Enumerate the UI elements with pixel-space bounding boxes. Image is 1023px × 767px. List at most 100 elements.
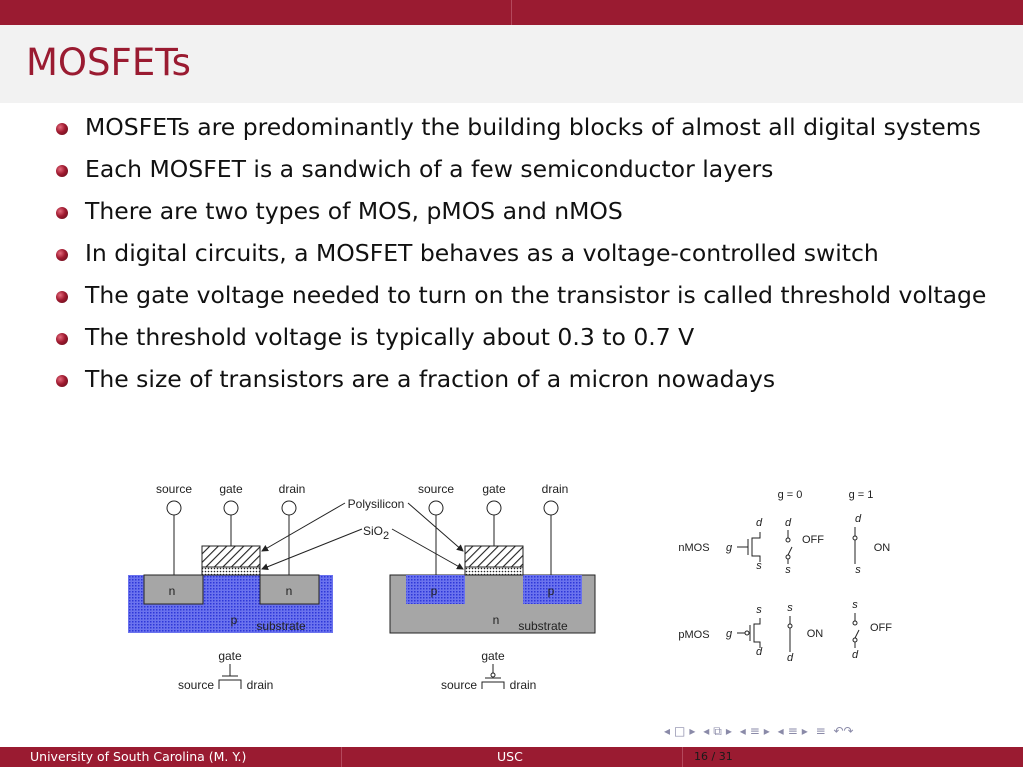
symbol-gate-label: gate	[481, 649, 505, 663]
pmos-g-label: g	[726, 628, 733, 640]
bullet-text: The gate voltage needed to turn on the t…	[85, 281, 987, 309]
bullet-icon	[56, 375, 68, 387]
layer-callouts: Polysilicon SiO2	[261, 497, 464, 571]
pmos-on-label: ON	[807, 628, 824, 640]
bullet-icon	[56, 249, 68, 261]
polysilicon-gate	[201, 545, 261, 568]
p-label: p	[431, 584, 438, 598]
bullet-item: The size of transistors are a fraction o…	[56, 362, 986, 404]
drain-terminal-icon	[543, 500, 559, 516]
n-drain-region	[259, 574, 320, 605]
p-source-region	[406, 575, 465, 604]
substrate-label: substrate	[256, 619, 306, 633]
footer-institution: University of South Carolina (M. Y.)	[30, 749, 247, 764]
nav-frame-icon[interactable]: □	[674, 724, 686, 738]
nmos-row-label: nMOS	[678, 542, 709, 554]
symbol-drain-label: drain	[510, 678, 537, 692]
source-label: source	[418, 482, 454, 496]
bullet-icon	[56, 165, 68, 177]
nmos-cross-section: source gate drain n n p substrate gate s…	[128, 482, 333, 692]
p-label: p	[548, 584, 555, 598]
gate-terminal-icon	[486, 500, 502, 516]
bullet-text: In digital circuits, a MOSFET behaves as…	[85, 239, 879, 267]
header-divider	[511, 0, 512, 25]
pmos-cross-section: source gate drain p p n substrate gate s…	[389, 482, 596, 692]
nmos-transistor-icon	[737, 532, 761, 562]
nav-doc-icon[interactable]: ≡	[787, 724, 798, 738]
n-source-region	[143, 574, 204, 605]
pmos-row-label: pMOS	[678, 629, 709, 641]
symbol-source-label: source	[178, 678, 214, 692]
bullet-icon	[56, 291, 68, 303]
n-label: n	[493, 613, 500, 627]
drain-label: drain	[542, 482, 569, 496]
bullet-list: MOSFETs are predominantly the building b…	[56, 110, 986, 404]
nav-prev-frame-icon[interactable]: ◂	[664, 724, 671, 738]
gate-label: gate	[219, 482, 243, 496]
nmos-d-label: d	[756, 517, 763, 529]
nav-next-subsection-icon[interactable]: ▸	[725, 724, 732, 738]
nav-prev-section-icon[interactable]: ◂	[739, 724, 746, 738]
nav-section-icon[interactable]: ≡	[749, 724, 760, 738]
slide-title: MOSFETs	[26, 41, 191, 84]
drain-label: drain	[279, 482, 306, 496]
bullet-item: The threshold voltage is typically about…	[56, 320, 986, 362]
footer-short-title: USC	[497, 749, 523, 764]
header-bar	[0, 0, 1023, 25]
pmos-off-s-label: s	[852, 599, 858, 611]
symbol-source-label: source	[441, 678, 477, 692]
sio2-label: SiO2	[363, 524, 389, 542]
bullet-text: Each MOSFET is a sandwich of a few semic…	[85, 155, 774, 183]
nav-next-frame-icon[interactable]: ▸	[689, 724, 696, 738]
pmos-on-d-label: d	[787, 652, 794, 664]
n-label: n	[169, 584, 176, 598]
bullet-text: The threshold voltage is typically about…	[85, 323, 695, 351]
gate-terminal-icon	[223, 500, 239, 516]
mosfet-figure: source gate drain n n p substrate gate s…	[128, 482, 892, 692]
nav-subsection-icon[interactable]: ⧉	[713, 724, 722, 738]
source-terminal-icon	[166, 500, 182, 516]
off-switch-icon	[785, 530, 793, 564]
bullet-text: The size of transistors are a fraction o…	[85, 365, 776, 393]
g1-header: g = 1	[849, 489, 874, 501]
oxide-layer	[464, 566, 524, 576]
nav-next-section-icon[interactable]: ▸	[763, 724, 770, 738]
footer-bar: University of South Carolina (M. Y.) USC…	[0, 747, 1023, 767]
polysilicon-label: Polysilicon	[348, 497, 405, 511]
pmos-d-label: d	[756, 646, 763, 658]
nav-prev-doc-icon[interactable]: ◂	[777, 724, 784, 738]
bullet-item: MOSFETs are predominantly the building b…	[56, 110, 986, 152]
nav-toc-icon[interactable]: ≡	[815, 724, 826, 738]
p-drain-region	[523, 575, 582, 604]
oxide-layer	[201, 566, 261, 576]
nmos-on-s-label: s	[855, 564, 861, 576]
nmos-on-label: ON	[874, 542, 891, 554]
pmos-transistor-icon	[737, 618, 761, 648]
bullet-text: There are two types of MOS, pMOS and nMO…	[85, 197, 623, 225]
bullet-item: In digital circuits, a MOSFET behaves as…	[56, 236, 986, 278]
bullet-icon	[56, 207, 68, 219]
polysilicon-gate	[464, 545, 524, 568]
nav-back-forward-icon[interactable]: ↶↷	[833, 724, 854, 738]
pmos-off-d-label: d	[852, 649, 859, 661]
n-label: n	[286, 584, 293, 598]
page-number: 16 / 31	[694, 750, 733, 763]
source-terminal-icon	[428, 500, 444, 516]
pmos-on-s-label: s	[787, 602, 793, 614]
title-band	[0, 25, 1023, 103]
nav-next-doc-icon[interactable]: ▸	[801, 724, 808, 738]
beamer-navigation[interactable]: ◂□▸ ◂⧉▸ ◂≡▸ ◂≡▸ ≡ ↶↷	[664, 724, 858, 739]
on-switch-icon	[852, 527, 858, 564]
p-label: p	[231, 613, 238, 627]
bullet-item: There are two types of MOS, pMOS and nMO…	[56, 194, 986, 236]
nmos-g-label: g	[726, 542, 733, 554]
nmos-off-d-label: d	[785, 517, 792, 529]
footer-divider	[682, 747, 683, 767]
off-switch-icon	[852, 613, 860, 648]
source-label: source	[156, 482, 192, 496]
substrate-label: substrate	[518, 619, 568, 633]
nav-prev-subsection-icon[interactable]: ◂	[703, 724, 710, 738]
symbol-gate-label: gate	[218, 649, 242, 663]
on-switch-icon	[787, 616, 793, 652]
bullet-icon	[56, 333, 68, 345]
